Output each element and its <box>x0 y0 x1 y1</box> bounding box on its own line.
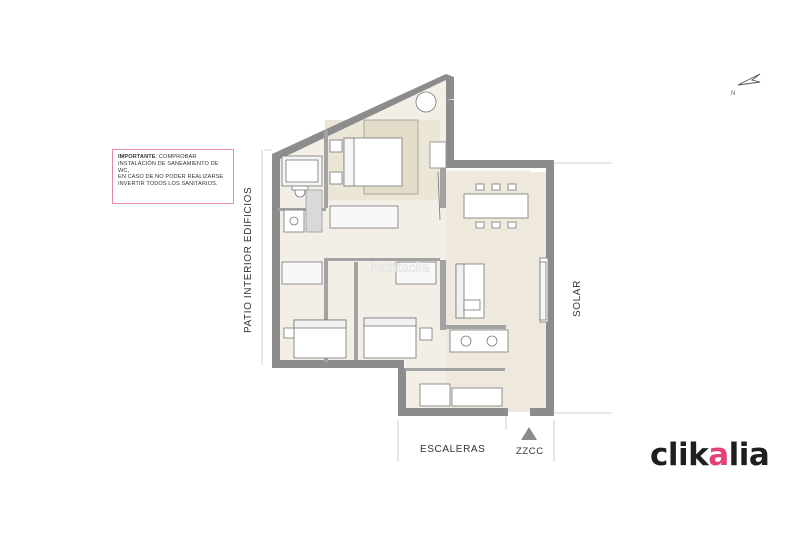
interior-walls <box>278 130 506 371</box>
note-line2: INSTALACIÓN DE SANEAMIENTO DE WC, <box>118 160 219 174</box>
brand-part3: lia <box>728 437 770 473</box>
zzcc-label: ZZCC <box>516 446 544 457</box>
important-note: IMPORTANTE: COMPROBAR INSTALACIÓN DE SAN… <box>112 149 234 204</box>
boundary-lines <box>261 149 612 462</box>
watermark: habitaclia <box>370 259 429 275</box>
bedroom-3 <box>363 261 437 359</box>
brand-logo: clikalia <box>650 437 770 473</box>
brand-accent: a <box>708 437 729 473</box>
note-line3: EN CASO DE NO PODER REALIZARSE <box>118 174 224 181</box>
note-bold: IMPORTANTE <box>118 154 156 160</box>
compass-letter: N <box>731 91 735 97</box>
brand-part1: clik <box>650 437 709 473</box>
patio-label: PATIO INTERIOR EDIFICIOS <box>243 186 254 333</box>
escaleras-label: ESCALERAS <box>420 444 486 455</box>
bathroom <box>281 155 323 233</box>
note-line1: : COMPROBAR <box>155 154 197 160</box>
kitchen <box>419 329 509 407</box>
zzcc-arrow <box>521 427 537 440</box>
note-line4: INVERTIR TODOS LOS SANITARIOS. <box>118 181 218 188</box>
compass-icon: N <box>731 73 761 97</box>
solar-label: SOLAR <box>572 280 583 317</box>
living-dining <box>455 183 547 321</box>
main-bedroom <box>329 91 441 229</box>
bedroom-2 <box>281 261 347 359</box>
